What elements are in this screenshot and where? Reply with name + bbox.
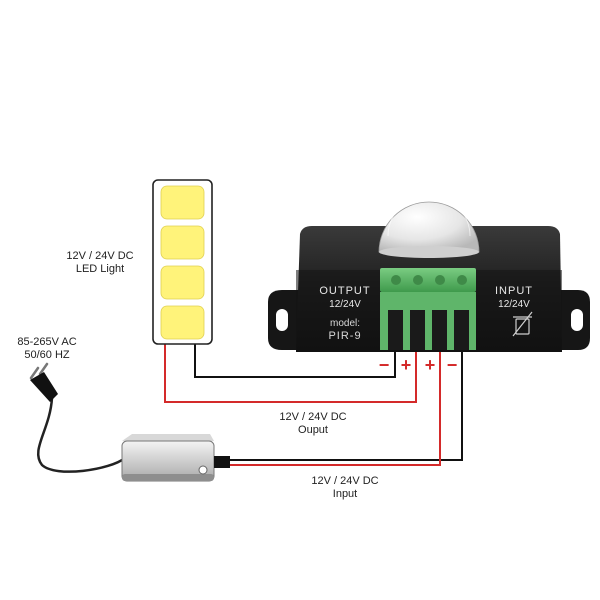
input-wire-label: 12V / 24V DC Input xyxy=(290,475,400,501)
power-plug-icon xyxy=(29,362,58,402)
led-light-label-line2: LED Light xyxy=(75,263,125,275)
input-wire-label-line1: 12V / 24V DC xyxy=(311,475,379,487)
led-positive-wire xyxy=(164,335,417,403)
input-block-title: INPUT xyxy=(495,285,533,297)
input-block-voltage: 12/24V xyxy=(498,299,530,310)
polarity-mark: − xyxy=(447,355,458,375)
trash-bin-icon xyxy=(512,311,533,337)
power-adapter-icon xyxy=(121,434,230,482)
input-positive-wire xyxy=(230,335,441,466)
output-block-voltage: 12/24V xyxy=(329,299,361,310)
model-value: PIR-9 xyxy=(328,330,361,342)
ac-input-label: 85-265V AC 50/60 HZ xyxy=(2,336,92,362)
model-label: model: xyxy=(330,318,360,329)
terminal-block xyxy=(380,268,476,350)
polarity-marks: − + + − xyxy=(379,355,458,375)
polarity-mark: − xyxy=(379,355,390,375)
output-block-title: OUTPUT xyxy=(319,285,370,297)
led-light-label: 12V / 24V DC LED Light xyxy=(50,250,150,276)
input-negative-wire xyxy=(230,335,463,461)
polarity-mark: + xyxy=(425,355,436,375)
polarity-mark: + xyxy=(401,355,412,375)
led-light-label-line1: 12V / 24V DC xyxy=(66,250,134,262)
input-wire-label-line2: Input xyxy=(332,488,358,500)
output-wire-label-line1: 12V / 24V DC xyxy=(279,411,347,423)
ac-cord xyxy=(36,397,126,473)
output-wire-label-line2: Ouput xyxy=(298,424,328,436)
pir-dome-icon xyxy=(378,201,480,253)
wires xyxy=(36,335,463,473)
output-wire-label: 12V / 24V DC Ouput xyxy=(258,411,368,437)
led-negative-wire xyxy=(194,335,396,378)
pir-sensor-controller: OUTPUT 12/24V model: PIR-9 INPUT 12/24V xyxy=(268,194,590,352)
ac-input-label-line1: 85-265V AC xyxy=(17,336,77,348)
led-light-module xyxy=(152,179,213,345)
ac-input-label-line2: 50/60 HZ xyxy=(24,349,70,361)
